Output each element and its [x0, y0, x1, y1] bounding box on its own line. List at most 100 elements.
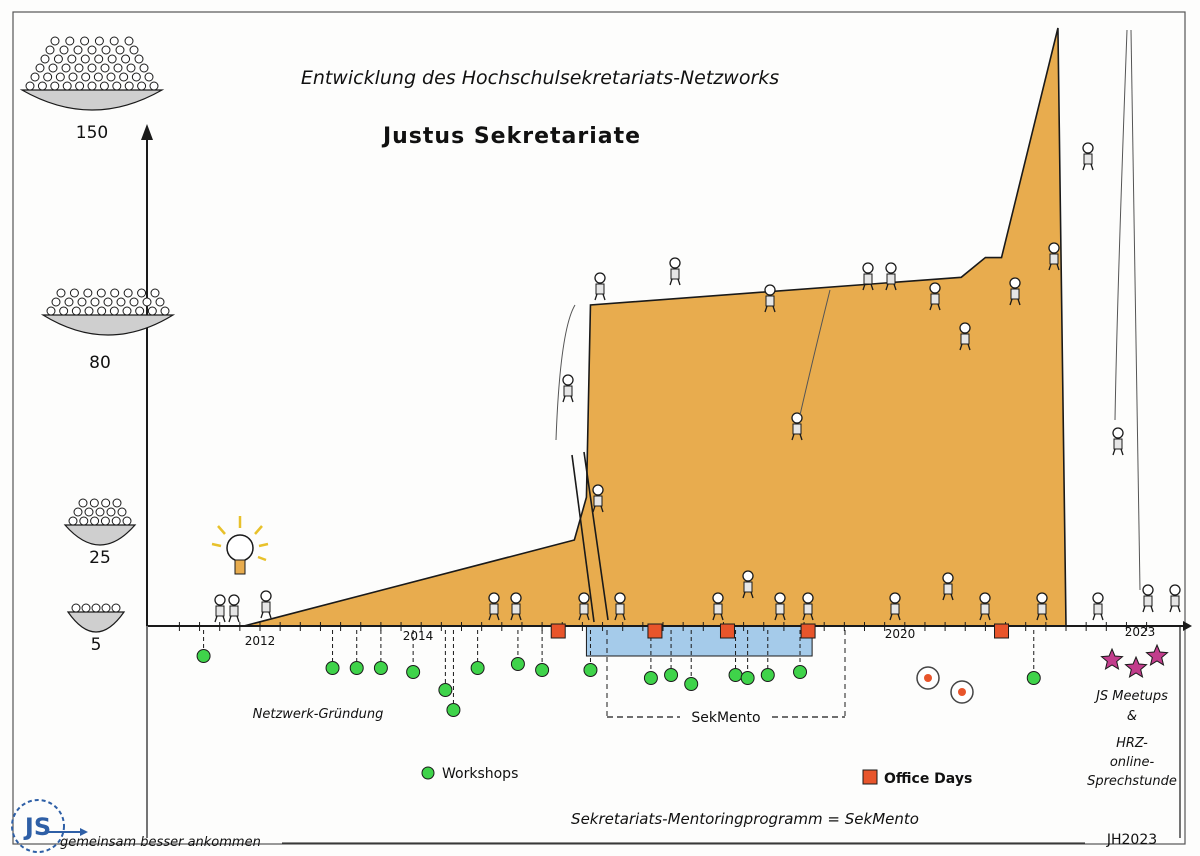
crowd-head — [109, 36, 119, 46]
workshop-marker — [664, 668, 679, 682]
stick-figure — [594, 272, 606, 301]
crowd-head — [96, 288, 106, 298]
crowd-head — [75, 81, 85, 91]
crowd-head — [94, 54, 104, 64]
workshop-marker — [728, 668, 743, 682]
stick-figure — [942, 572, 954, 601]
crowd-head — [87, 45, 97, 55]
y-tick-label-5: 5 — [91, 635, 102, 655]
crowd-head — [106, 72, 116, 82]
office-day-marker — [800, 623, 816, 639]
figure-body — [886, 273, 896, 285]
figure-head — [1048, 242, 1060, 254]
figure-legs — [1142, 605, 1154, 613]
crowd-head — [45, 45, 55, 55]
crowd-head — [83, 288, 93, 298]
figure-legs — [1082, 163, 1094, 171]
virus-icon — [916, 666, 940, 690]
workshop-marker — [196, 649, 211, 663]
crowd-head — [99, 81, 109, 91]
crowd-head — [35, 63, 45, 73]
star-icon — [1124, 655, 1148, 678]
figure-head — [669, 257, 681, 269]
office-day-marker — [647, 623, 663, 639]
crowd-head — [73, 45, 83, 55]
figure-body — [980, 603, 990, 615]
legend-workshop-marker — [421, 766, 435, 780]
crowd-head — [50, 36, 60, 46]
crowd-head — [111, 516, 121, 526]
stick-figure — [228, 594, 240, 623]
workshop-marker — [470, 661, 485, 675]
crowd-head — [74, 63, 84, 73]
crowd-head — [65, 36, 75, 46]
crowd-head — [112, 81, 122, 91]
chart-subtitle: Justus Sekretariate — [381, 124, 641, 149]
network-area — [243, 27, 1067, 627]
figure-head — [774, 592, 786, 604]
crowd-head — [135, 306, 145, 316]
figure-body — [593, 495, 603, 507]
crowd-head — [68, 516, 78, 526]
figure-head — [1169, 584, 1181, 596]
crowd-head — [129, 45, 139, 55]
figure-body — [670, 268, 680, 280]
figure-head — [862, 262, 874, 274]
logo-ring — [11, 799, 65, 853]
figure-legs — [802, 613, 814, 621]
figure-legs — [979, 613, 991, 621]
crowd-head — [101, 603, 111, 613]
crowd-head — [109, 306, 119, 316]
stick-figure — [712, 592, 724, 621]
logo-text: JS — [23, 813, 51, 841]
figure-legs — [260, 611, 272, 619]
crowd-head — [129, 297, 139, 307]
figure-body — [261, 601, 271, 613]
workshop-marker — [643, 671, 658, 685]
crowd-head — [103, 297, 113, 307]
figure-body — [1093, 603, 1103, 615]
year-label-2023: 2023 — [1125, 625, 1156, 639]
figure-head — [712, 592, 724, 604]
crowd-head — [113, 63, 123, 73]
y-tick-label-150: 150 — [76, 123, 108, 143]
crowd-head — [62, 81, 72, 91]
figure-body — [943, 583, 953, 595]
figure-body — [713, 603, 723, 615]
year-label-2012: 2012 — [245, 634, 276, 648]
crowd-icon-150 — [19, 36, 165, 111]
crowd-icon-25 — [63, 498, 137, 546]
crowd-head — [71, 603, 81, 613]
crowd-head — [137, 81, 147, 91]
figure-legs — [228, 615, 240, 623]
figure-legs — [885, 283, 897, 291]
figure-body — [863, 273, 873, 285]
stick-figure — [959, 322, 971, 351]
virus-icon-2 — [950, 680, 974, 704]
figure-legs — [562, 395, 574, 403]
crowd-head — [25, 81, 35, 91]
signature: JH2023 — [1106, 832, 1157, 848]
crowd-head — [73, 507, 83, 517]
workshop-marker — [349, 661, 364, 675]
crowd-head — [69, 288, 79, 298]
stick-figure — [614, 592, 626, 621]
stick-figure — [578, 592, 590, 621]
annotation-meetups-1: JS Meetups — [1093, 689, 1168, 704]
stick-figure — [1036, 592, 1048, 621]
office-day-marker — [994, 623, 1010, 639]
crowd-head — [101, 45, 111, 55]
crowd-head — [107, 54, 117, 64]
office-day-marker — [719, 623, 735, 639]
legend-office-days-label: Office Days — [884, 771, 972, 787]
stick-figure — [1048, 242, 1060, 271]
figure-legs — [614, 613, 626, 621]
figure-legs — [929, 303, 941, 311]
crowd-head — [79, 516, 89, 526]
figure-body — [890, 603, 900, 615]
figure-head — [1036, 592, 1048, 604]
crowd-head — [100, 63, 110, 73]
crowd-head — [80, 54, 90, 64]
figure-legs — [764, 305, 776, 313]
crowd-head — [93, 72, 103, 82]
